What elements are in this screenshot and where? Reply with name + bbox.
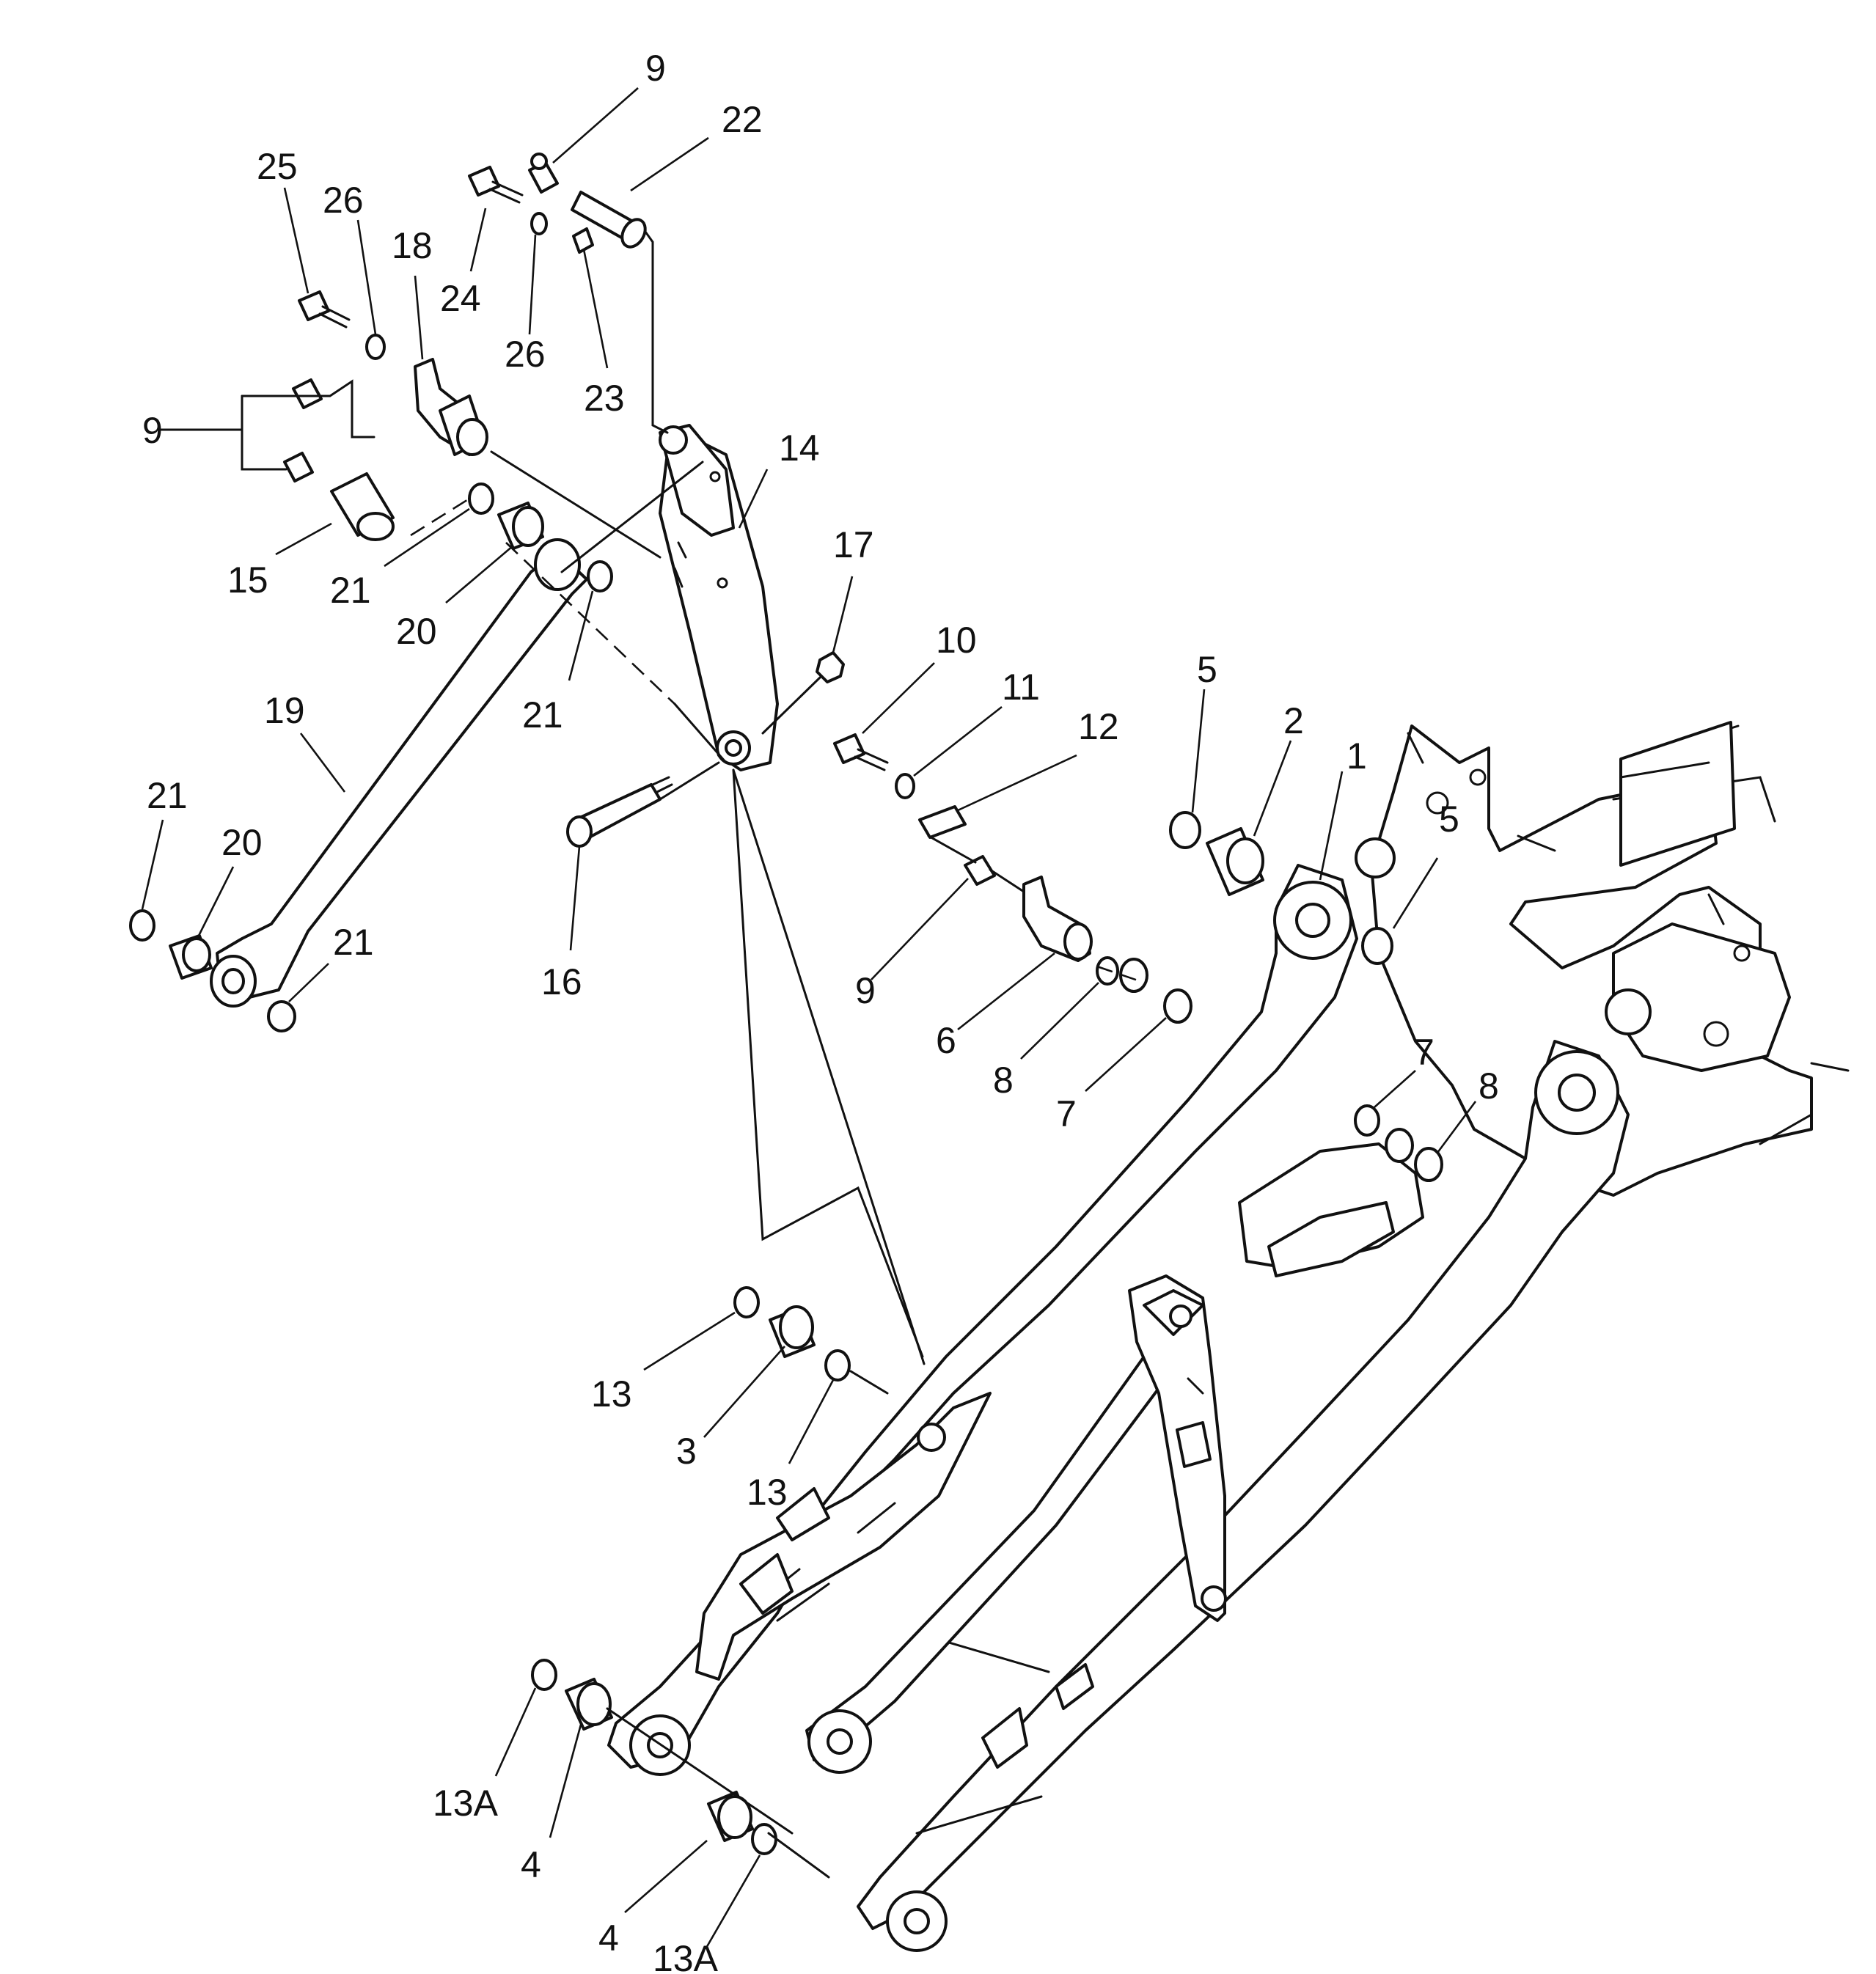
callout-7-right: 7 [1414,1032,1435,1073]
callout-9-left: 9 [142,410,163,451]
callout-24: 24 [440,278,481,319]
callout-5-top: 5 [1197,649,1217,690]
callout-18: 18 [392,225,433,266]
callout-22: 22 [722,99,763,140]
callout-21-c: 21 [147,775,188,816]
callout-6: 6 [936,1020,956,1061]
callout-7-left: 7 [1056,1093,1077,1134]
loader-frame [1355,721,1850,1197]
callout-16: 16 [541,961,582,1002]
callout-23: 23 [584,378,625,419]
boom-arm-assembly [607,864,1630,1952]
callout-13-a: 13 [591,1373,632,1415]
callout-8-left: 8 [993,1060,1014,1101]
callout-4-left: 4 [521,1844,541,1885]
callout-9-top: 9 [645,48,666,89]
callout-14: 14 [779,428,820,469]
callout-4-right: 4 [598,1918,619,1959]
callout-19: 19 [264,690,305,731]
callout-17: 17 [833,524,874,565]
callout-21-b: 21 [522,694,563,735]
callout-3: 3 [676,1431,697,1472]
callout-13A-left: 13A [433,1783,499,1824]
callout-11: 11 [1002,667,1040,708]
callout-9-mid: 9 [855,970,876,1011]
callout-1: 1 [1346,735,1367,777]
callout-21-a: 21 [330,570,371,611]
boom-link-rod [805,1274,1227,1774]
callout-20-b: 20 [221,822,263,863]
callout-10: 10 [936,620,977,661]
callout-20-a: 20 [396,611,437,652]
callout-numbers: 9 22 25 26 18 24 26 23 9 14 15 21 20 17 … [142,48,1499,1974]
callout-25: 25 [257,146,298,187]
assembly-lines [157,230,1145,1879]
callout-leaders [141,87,1477,1950]
callout-26-left: 26 [323,180,364,221]
callout-5-right: 5 [1439,799,1459,840]
exploded-upper-parts [129,153,1443,1855]
callout-8-right: 8 [1479,1065,1499,1107]
callout-21-d: 21 [333,922,374,963]
callout-13A-right: 13A [653,1938,719,1974]
callout-12: 12 [1078,706,1119,747]
callout-2: 2 [1283,700,1304,741]
callout-13-b: 13 [747,1472,788,1513]
callout-26-upper: 26 [505,334,546,375]
callout-15: 15 [227,559,268,601]
